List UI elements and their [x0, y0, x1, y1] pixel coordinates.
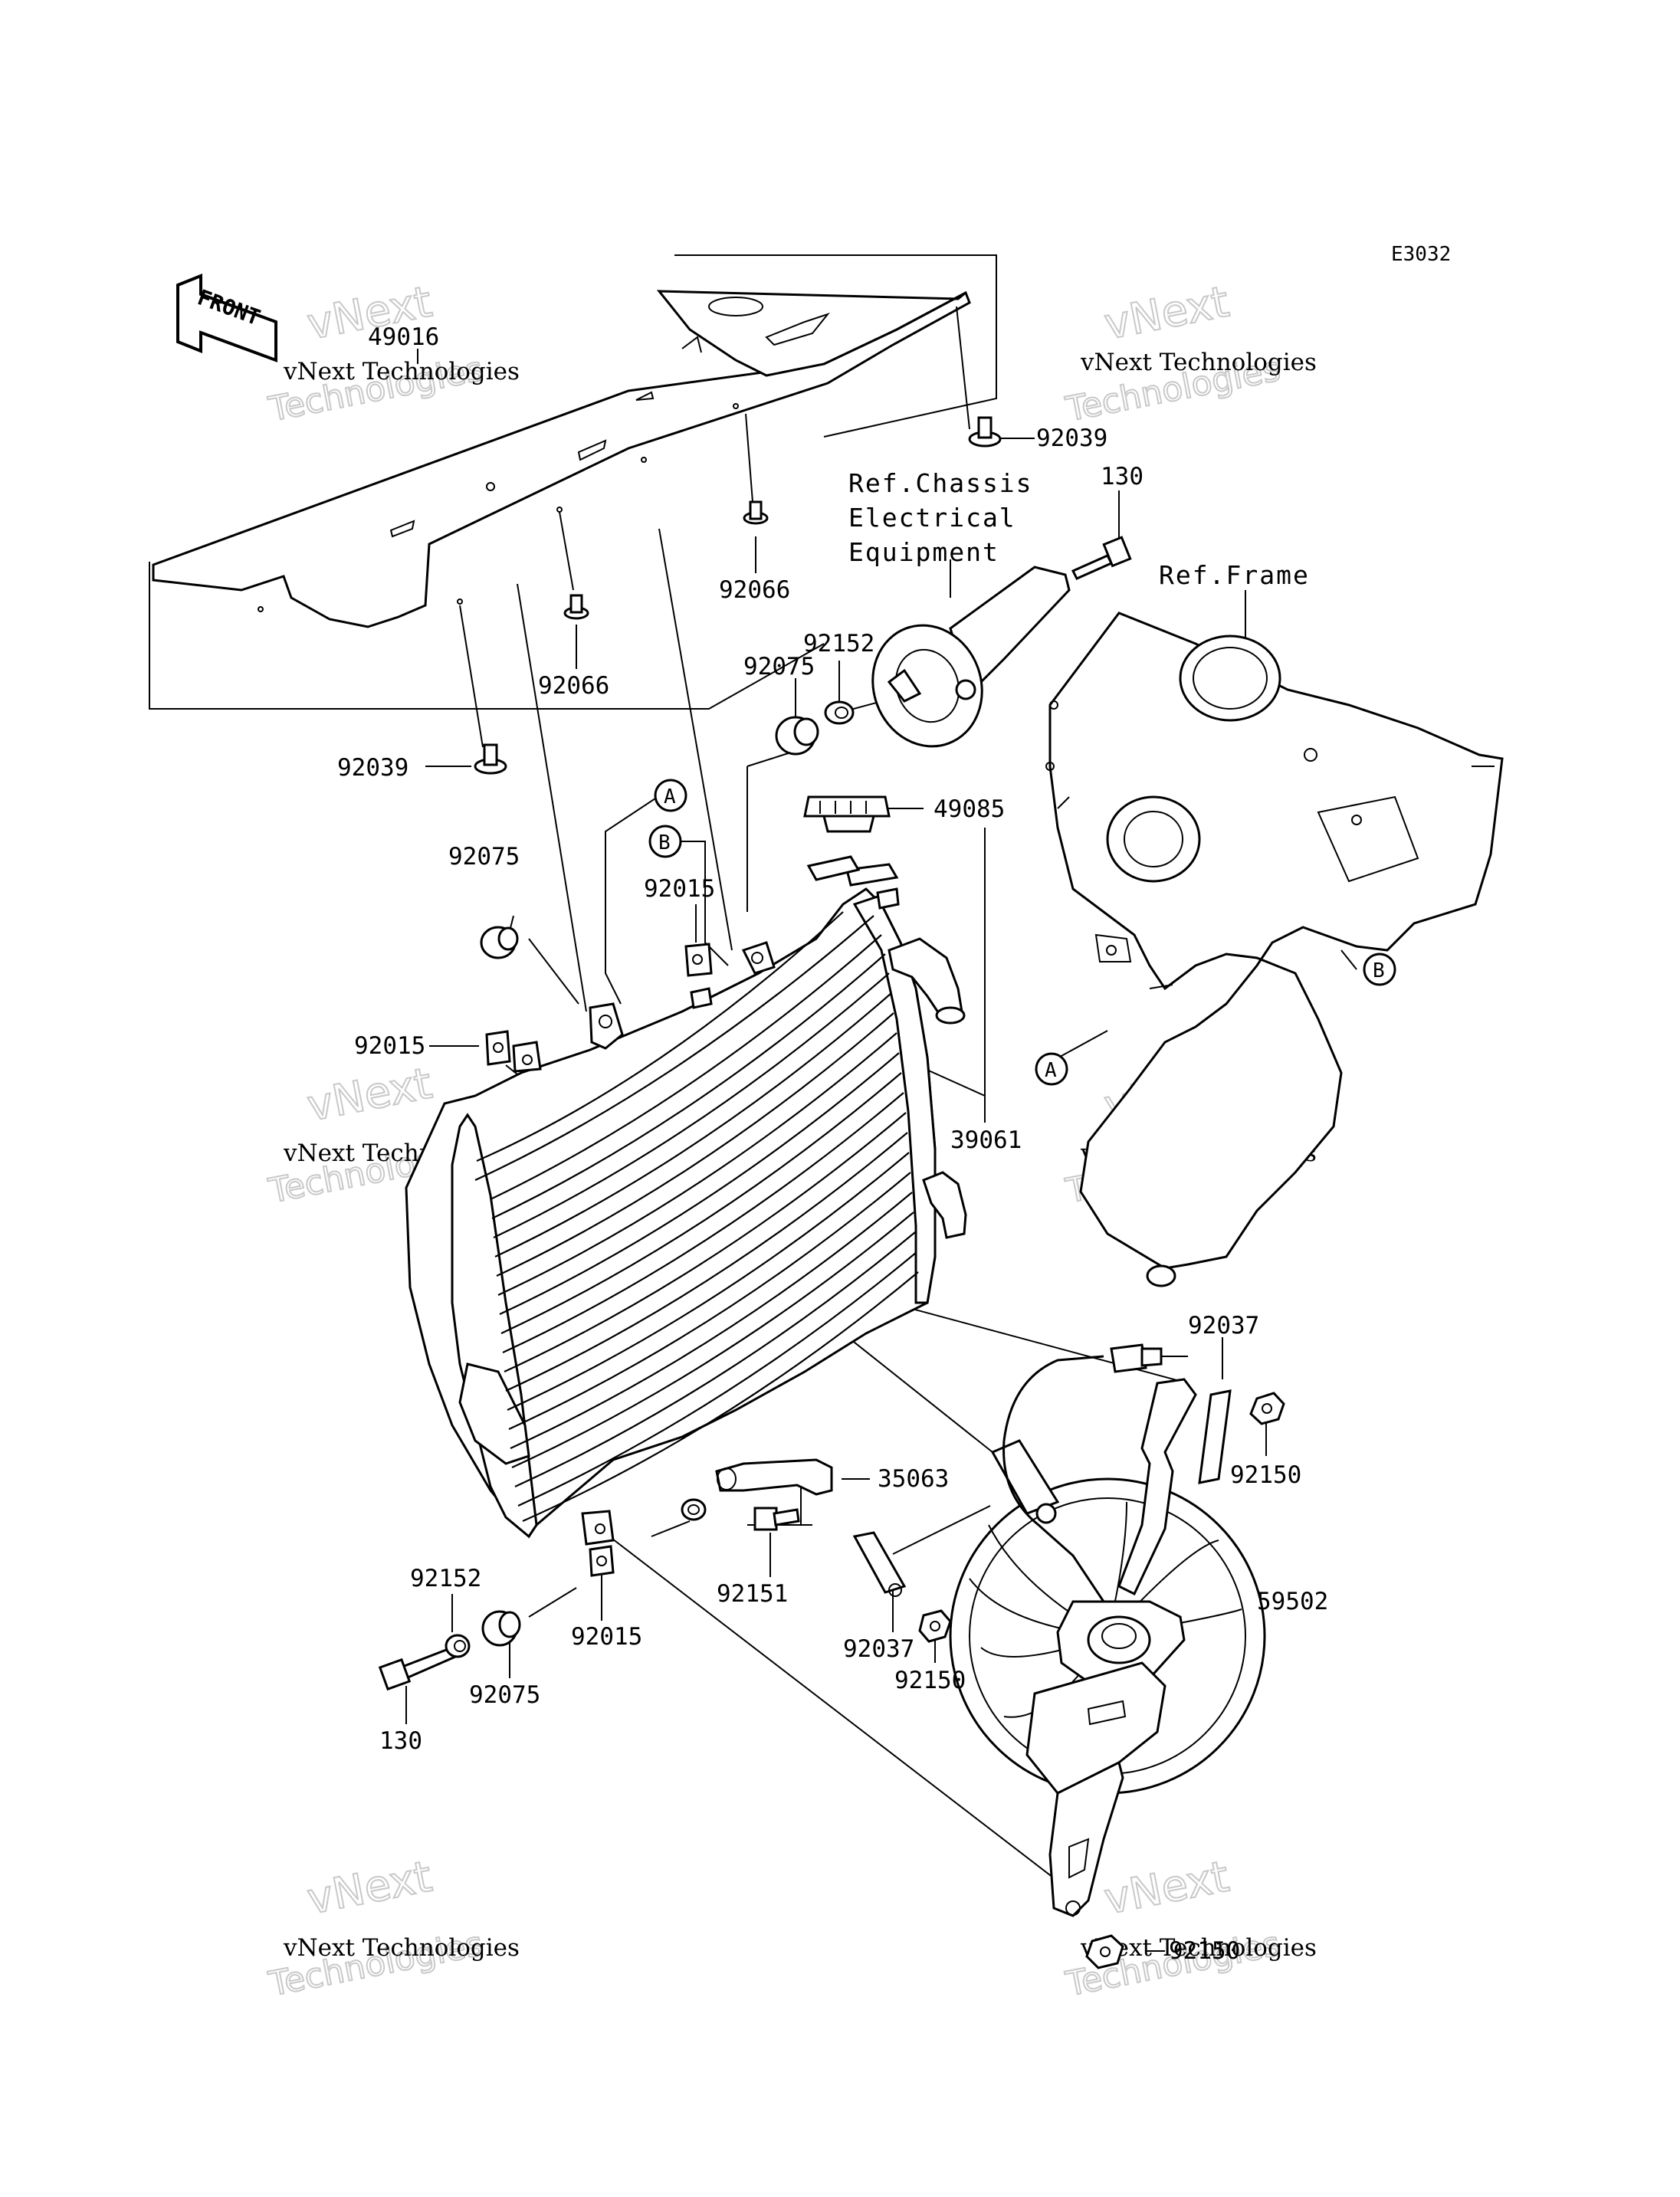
- bolt-130-bottom: [378, 1646, 457, 1691]
- label-92150-right: 92150: [1230, 1461, 1301, 1489]
- label-92151: 92151: [717, 1580, 788, 1608]
- watermark-vnext: vNext: [304, 1851, 436, 1924]
- nut-92150-bottom: [1085, 1934, 1124, 1969]
- grommet-92075-top: [775, 716, 819, 756]
- callout-b-frame: B: [1363, 953, 1396, 986]
- label-130-bottom: 130: [379, 1727, 422, 1755]
- label-35063: 35063: [878, 1465, 949, 1493]
- label-92152-top: 92152: [803, 630, 874, 657]
- label-39061: 39061: [950, 1126, 1022, 1154]
- label-92039-bottom: 92039: [337, 754, 409, 782]
- reference-labels: Ref.Chassis Electrical Equipment Ref.Fra…: [848, 468, 1310, 590]
- ref-chassis-line3: Equipment: [848, 537, 999, 567]
- label-92075-bottom: 92075: [469, 1681, 540, 1709]
- label-92075-mid: 92075: [448, 843, 520, 871]
- clip-92066-right: [743, 500, 769, 525]
- svg-text:A: A: [1045, 1059, 1057, 1082]
- callout-a-top: A: [654, 779, 687, 812]
- nut-92150-mid: [918, 1609, 952, 1643]
- label-130-top: 130: [1101, 463, 1144, 490]
- watermark-vnext: vNext: [1101, 1851, 1233, 1924]
- callout-a-frame: A: [1035, 1052, 1068, 1086]
- clip-92039-bottom: [474, 743, 507, 775]
- radiator-fins: [474, 911, 919, 1523]
- nut-92150-right: [1249, 1392, 1285, 1425]
- clip-92015-top: [684, 943, 713, 1009]
- svg-text:A: A: [664, 785, 676, 808]
- label-92066-left: 92066: [538, 672, 609, 700]
- label-59502: 59502: [1257, 1588, 1328, 1615]
- label-92150-mid: 92150: [894, 1667, 966, 1694]
- shroud-part: [149, 254, 997, 710]
- label-92066-right: 92066: [719, 576, 790, 604]
- watermark-text: vNext Technologies: [283, 1934, 520, 1962]
- clip-92039-top: [968, 416, 1002, 448]
- ref-frame: Ref.Frame: [1159, 560, 1310, 590]
- frame-part: [1045, 612, 1504, 1287]
- label-92039-top: 92039: [1036, 425, 1107, 452]
- label-49016: 49016: [368, 323, 439, 351]
- clip-92066-left: [563, 594, 589, 620]
- collar-92152-top: [824, 700, 855, 725]
- diagram-code: E3032: [1391, 243, 1451, 266]
- fan-assembly-59502: [949, 1343, 1266, 1917]
- label-92152-bottom: 92152: [410, 1565, 481, 1592]
- svg-text:B: B: [1373, 959, 1385, 982]
- label-92037-left: 92037: [843, 1635, 914, 1663]
- bracket-35063: [715, 1458, 833, 1496]
- horn-part: [871, 566, 1071, 748]
- label-49085: 49085: [934, 795, 1005, 823]
- clip-92015-left: [485, 1030, 511, 1066]
- clamp-92037-right: [1198, 1389, 1232, 1484]
- ref-chassis-line2: Electrical: [848, 503, 1016, 533]
- watermark-text: vNext Technologies: [283, 358, 520, 385]
- clamp-92037-left: [852, 1531, 907, 1597]
- collar-92152-bottom: [445, 1634, 471, 1658]
- radiator-cap-49085: [803, 795, 891, 833]
- label-92015-top: 92015: [644, 875, 715, 903]
- radiator-part: [405, 855, 967, 1546]
- bolt-130-top: [1071, 536, 1132, 580]
- label-92015-bottom: 92015: [571, 1623, 642, 1651]
- bolt-92151: [753, 1507, 800, 1531]
- grommet-92075-mid: [480, 926, 519, 959]
- label-92150-bottom: 92150: [1169, 1937, 1240, 1965]
- svg-text:B: B: [658, 831, 671, 854]
- label-92015-left: 92015: [354, 1032, 425, 1060]
- label-92037-right: 92037: [1188, 1312, 1259, 1340]
- watermark-vnext: vNext: [304, 1058, 436, 1131]
- label-92075-top: 92075: [743, 653, 815, 680]
- clip-92015-bottom: [589, 1545, 615, 1577]
- callout-b-top: B: [648, 825, 682, 858]
- watermark-vnext: vNext: [1101, 277, 1233, 349]
- grommet-92075-bottom: [481, 1610, 521, 1647]
- ref-chassis-line1: Ref.Chassis: [848, 468, 1033, 498]
- part-labels: 49016 92039 130 92066 92066 92152 92075 …: [337, 323, 1328, 1965]
- front-arrow-icon: FRONT: [176, 274, 277, 362]
- watermark-text: vNext Technologies: [1080, 349, 1317, 376]
